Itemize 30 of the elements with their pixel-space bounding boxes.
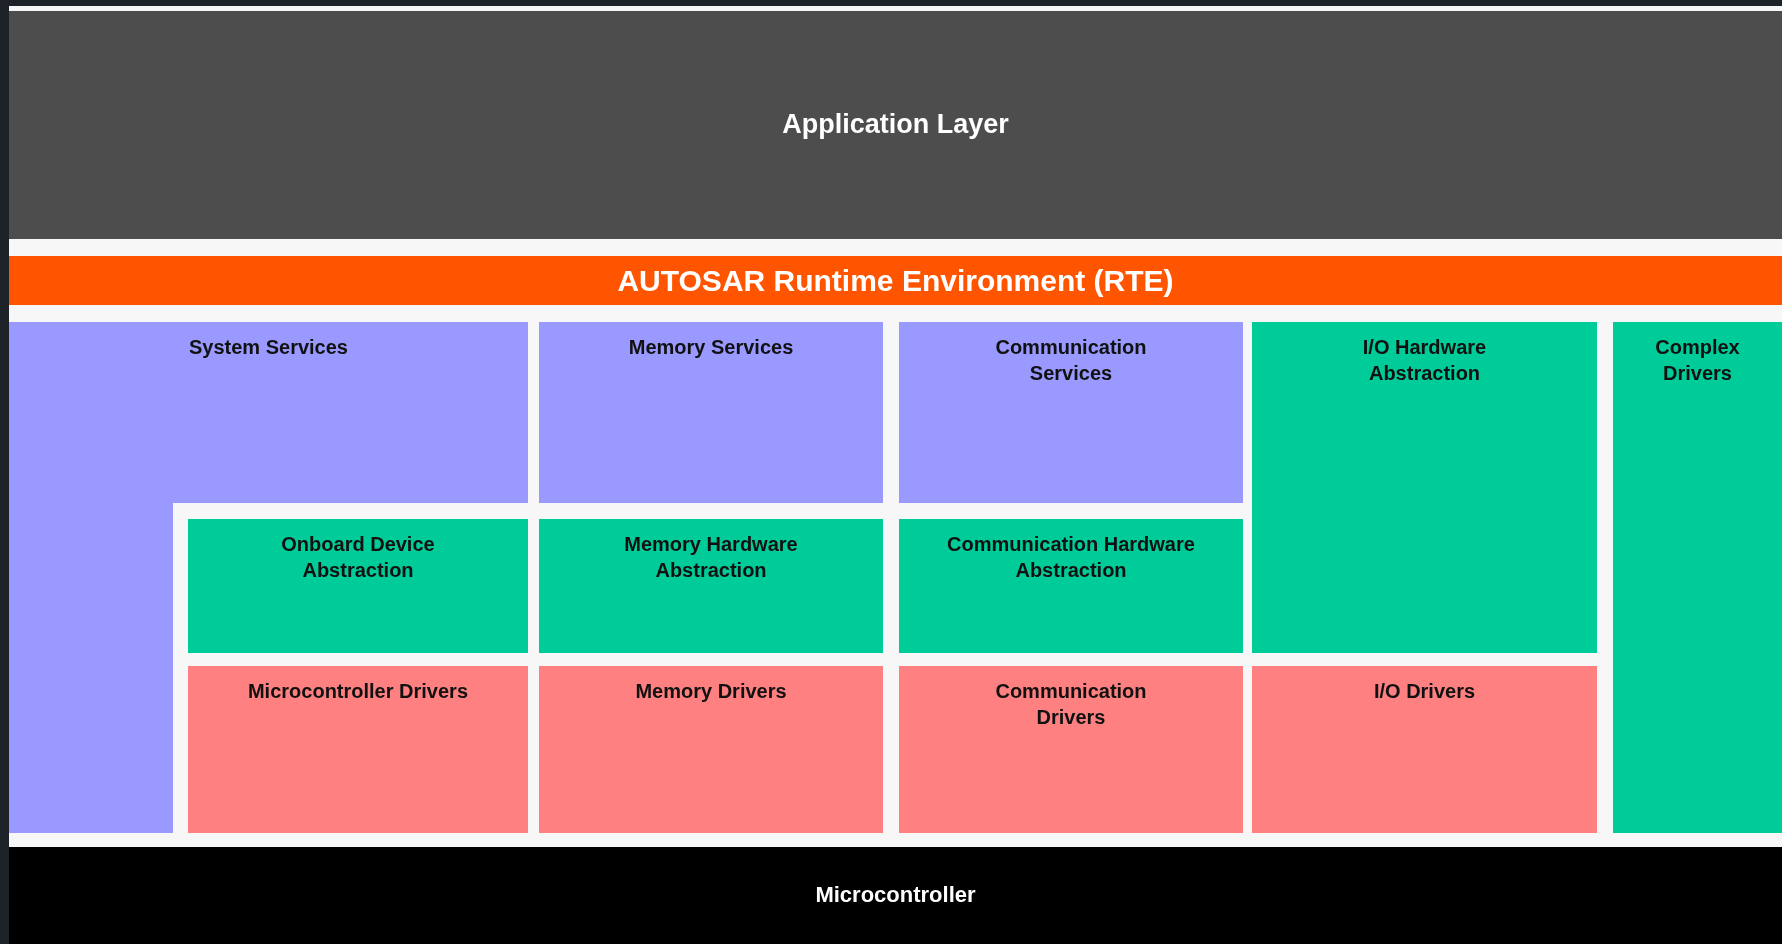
block-label: Memory Services xyxy=(628,335,794,360)
block-label: Complex Drivers xyxy=(1654,335,1741,386)
block-label: Communication Hardware Abstraction xyxy=(946,532,1196,583)
layer-band xyxy=(9,11,1782,239)
block-label: Microcontroller Drivers xyxy=(247,679,469,704)
l-shaped-module-block xyxy=(9,322,528,833)
module-block xyxy=(1252,666,1597,833)
block-label: Application Layer xyxy=(782,108,1009,142)
block-label: Microcontroller xyxy=(815,881,976,910)
block-label: I/O Drivers xyxy=(1373,679,1476,704)
layer-band xyxy=(9,847,1782,944)
layer-band xyxy=(9,256,1782,305)
module-block xyxy=(539,322,883,503)
block-label: AUTOSAR Runtime Environment (RTE) xyxy=(617,263,1174,299)
module-block xyxy=(899,666,1243,833)
module-block xyxy=(1252,322,1597,653)
block-label: Memory Drivers xyxy=(635,679,787,704)
module-block xyxy=(1613,322,1782,833)
module-block xyxy=(539,666,883,833)
block-label: Memory Hardware Abstraction xyxy=(623,532,799,583)
block-label: System Services xyxy=(189,335,348,360)
module-block xyxy=(188,666,528,833)
module-block xyxy=(188,519,528,653)
module-block xyxy=(899,519,1243,653)
module-block xyxy=(539,519,883,653)
block-label: I/O Hardware Abstraction xyxy=(1361,335,1488,386)
block-label: Communication Drivers xyxy=(994,679,1148,730)
module-block xyxy=(899,322,1243,503)
block-label: Communication Services xyxy=(994,335,1148,386)
block-label: Onboard Device Abstraction xyxy=(280,532,436,583)
